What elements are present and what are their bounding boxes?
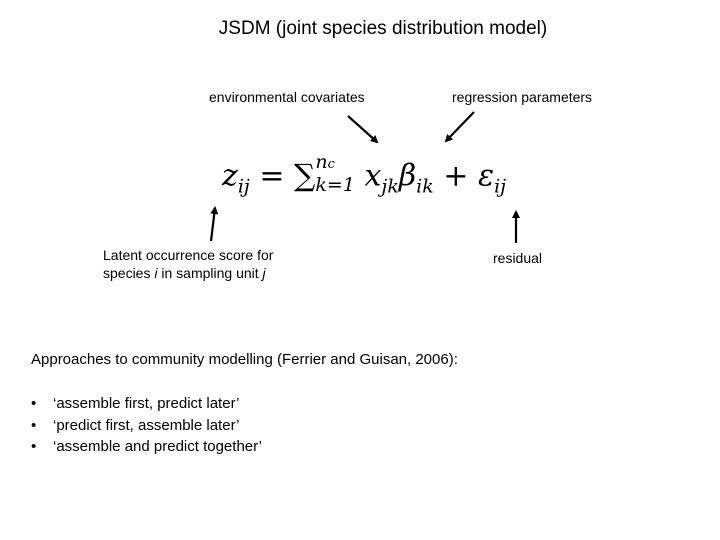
list-item: • ‘assemble first, predict later’ <box>31 395 262 417</box>
residual-label: residual <box>493 250 543 266</box>
approaches-heading: Approaches to community modelling (Ferri… <box>31 351 458 368</box>
latent-i: i <box>154 265 158 281</box>
arrow-reg-to-beta <box>444 111 475 143</box>
eq-sum: ∑ <box>294 158 316 194</box>
eq-beta: β <box>398 158 417 194</box>
eq-sum-sup: nc <box>315 152 355 175</box>
eq-eps-sub: ij <box>494 175 507 198</box>
eq-x: x <box>354 158 382 194</box>
eq-plus: + <box>433 158 478 194</box>
list-item: • ‘assemble and predict together’ <box>31 438 262 460</box>
approach-3: ‘assemble and predict together’ <box>53 438 263 455</box>
eq-epsilon: ε <box>477 158 495 194</box>
eq-sum-sup-n: n <box>315 151 328 173</box>
eq-sum-sub: k=1 <box>315 174 355 196</box>
latent-j: j <box>262 265 266 281</box>
bullet-icon: • <box>31 438 37 455</box>
bullet-icon: • <box>31 395 37 412</box>
latent-line-2: species i in sampling unit j <box>103 264 273 282</box>
arrow-env-to-x <box>347 115 379 144</box>
eq-beta-sub: ik <box>416 175 434 198</box>
eq-z-sub: ij <box>237 175 250 198</box>
eq-equals: = <box>249 158 294 194</box>
latent-text-b: in sampling unit <box>157 265 263 281</box>
approach-1: ‘assemble first, predict later’ <box>53 395 240 412</box>
latent-score-label: Latent occurrence score for species i in… <box>103 246 273 282</box>
arrow-latent-to-z <box>209 206 219 242</box>
diagram-title: JSDM (joint species distribution model) <box>218 18 548 39</box>
list-item: • ‘predict first, assemble later’ <box>31 417 262 439</box>
latent-text-a: species <box>103 265 155 281</box>
eq-z: z <box>222 158 238 194</box>
regression-params-label: regression parameters <box>452 89 593 105</box>
env-covariates-label: environmental covariates <box>209 89 365 105</box>
approach-2: ‘predict first, assemble later’ <box>53 416 240 434</box>
approaches-list: • ‘assemble first, predict later’ • ‘predi… <box>31 395 262 460</box>
eq-x-sub: jk <box>381 175 399 198</box>
latent-line-1: Latent occurrence score for <box>103 247 274 263</box>
eq-sum-sup-c: c <box>327 157 335 172</box>
bullet-icon: • <box>31 416 37 434</box>
